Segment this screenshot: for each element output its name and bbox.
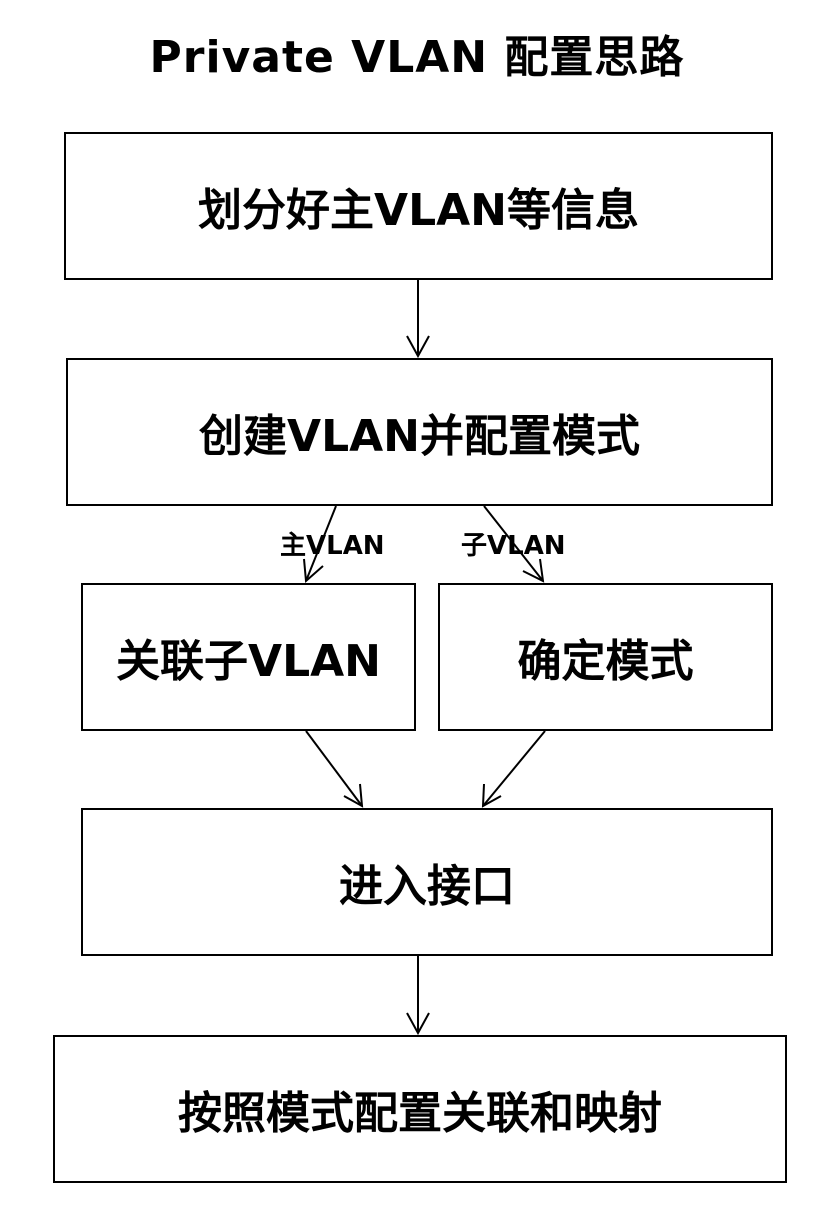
node-create-vlan-config-mode: 创建VLAN并配置模式: [66, 358, 773, 506]
edge-label-secondary-vlan: 子VLAN: [461, 531, 566, 561]
arrow-step1-to-step2: [406, 280, 430, 359]
node-associate-sub-vlan: 关联子VLAN: [81, 583, 416, 731]
arrow-step4-to-step5: [406, 956, 430, 1036]
node-configure-association-mapping: 按照模式配置关联和映射: [53, 1035, 787, 1183]
edge-label-primary-vlan: 主VLAN: [280, 531, 385, 561]
arrow-associate-sub-vlan-to-enter-interface: [305, 730, 364, 808]
node-enter-interface: 进入接口: [81, 808, 773, 956]
arrow-step2-to-determine-mode: [483, 505, 545, 583]
node-plan-primary-vlan: 划分好主VLAN等信息: [64, 132, 773, 280]
diagram-title: Private VLAN 配置思路: [149, 32, 685, 83]
arrow-step2-to-associate-sub-vlan: [303, 505, 337, 584]
node-determine-mode: 确定模式: [438, 583, 773, 731]
arrow-determine-mode-to-enter-interface: [481, 730, 546, 808]
